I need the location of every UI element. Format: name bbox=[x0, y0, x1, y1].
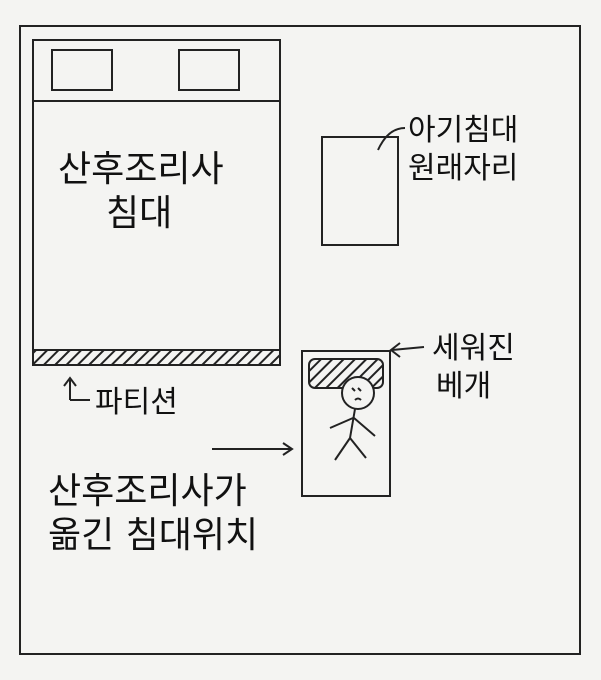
partition-label: 파티션 bbox=[95, 385, 178, 420]
pillow-arrow bbox=[389, 342, 425, 358]
partition-arrow bbox=[63, 376, 90, 401]
baby-bed-label: 아기침대 원래자리 bbox=[408, 113, 519, 186]
room-outline bbox=[19, 25, 581, 655]
stick-figure bbox=[329, 376, 376, 461]
main-bed-pillow-left bbox=[51, 49, 113, 91]
baby-bed-pointer bbox=[377, 127, 406, 151]
baby-bed-original-spot bbox=[321, 136, 399, 246]
moved-bed-label: 산후조리사가 옮긴 침대위치 bbox=[48, 471, 259, 556]
main-bed-pillow-right bbox=[178, 49, 240, 91]
main-bed-label: 산후조리사 침대 bbox=[58, 149, 224, 234]
partition-bar bbox=[32, 349, 281, 366]
moved-bed-arrow bbox=[212, 442, 294, 456]
moved-bed bbox=[301, 350, 391, 497]
pillow-label: 세워진 베개 bbox=[432, 331, 515, 404]
